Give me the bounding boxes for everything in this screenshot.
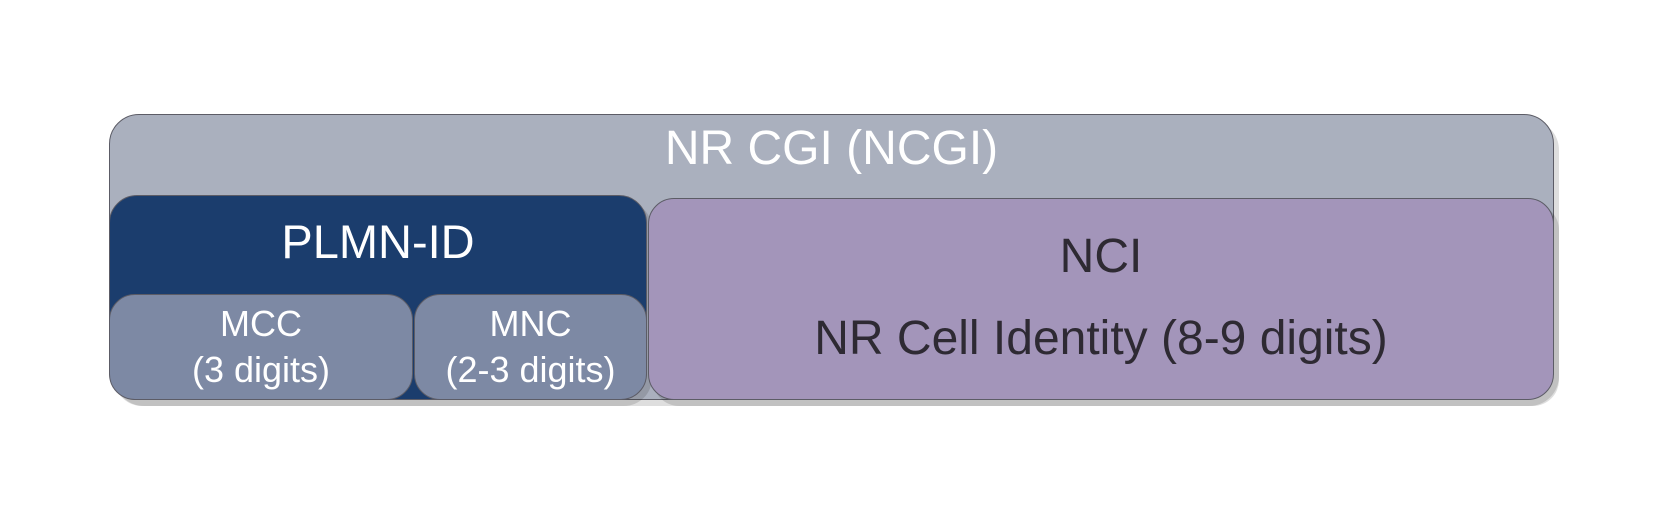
ncgi-title: NR CGI (NCGI) [664,122,999,175]
nci-description: NR Cell Identity (8-9 digits) [814,312,1388,365]
mcc-name: MCC [220,303,302,344]
mcc-digits: (3 digits) [191,349,331,390]
mcc-box: MCC (3 digits) [109,294,413,400]
plmn-id-title: PLMN-ID [281,215,475,268]
mnc-digits: (2-3 digits) [445,349,616,390]
nci-title: NCI [1059,230,1143,283]
mnc-box: MNC (2-3 digits) [414,294,647,400]
nci-box: NCI NR Cell Identity (8-9 digits) [648,198,1554,400]
mnc-name: MNC [489,303,572,344]
